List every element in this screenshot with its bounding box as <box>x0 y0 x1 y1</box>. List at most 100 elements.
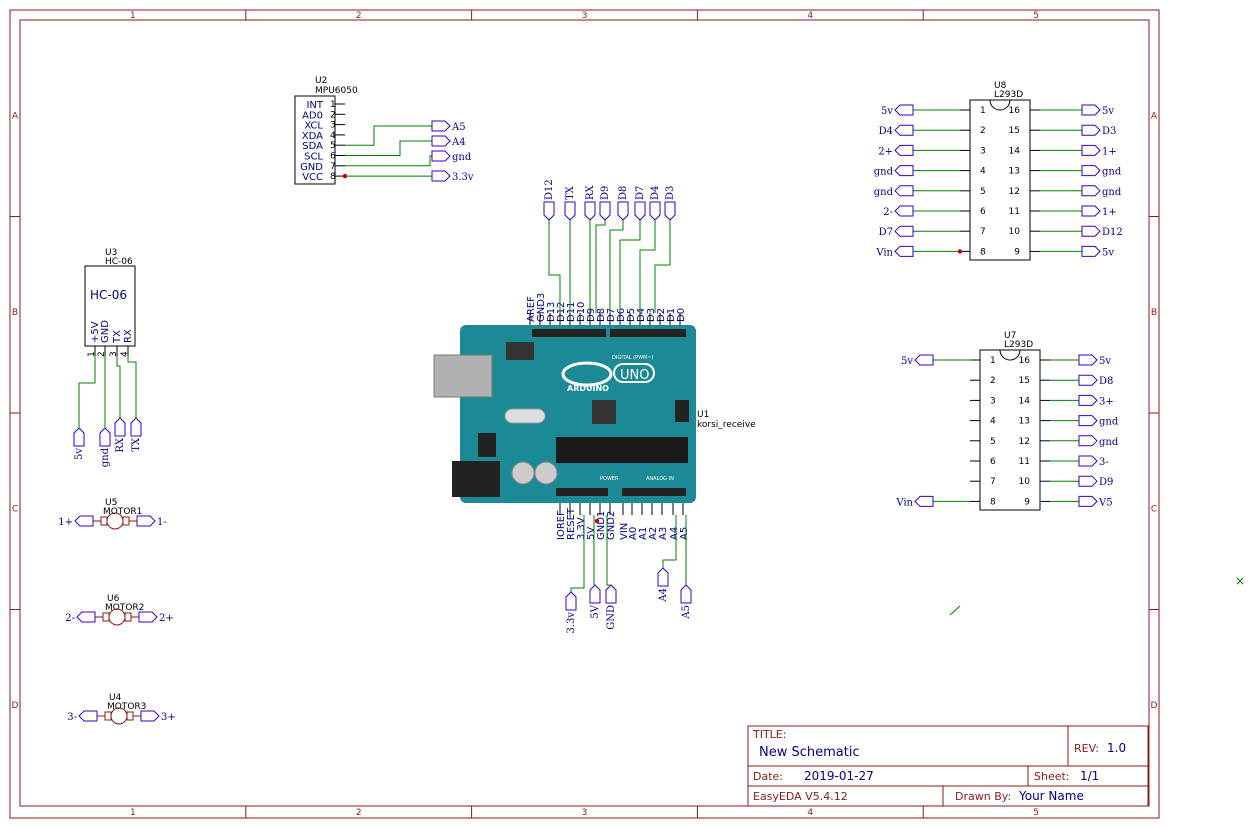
u7-pins-l7-flag-label: Vin <box>895 497 913 508</box>
u2-designator: U2 <box>315 76 327 86</box>
u7-pins-right-num: 12 <box>1019 437 1030 447</box>
row-marker-right: D <box>1151 701 1158 711</box>
u8-pins-left-num: 1 <box>980 106 986 116</box>
u1-designator: U1 <box>697 410 709 420</box>
u7-designator: U7 <box>1004 331 1016 341</box>
u1-top-pin-name: D13 <box>546 302 557 322</box>
u7-pins-right-num: 11 <box>1019 457 1030 467</box>
u1-bottom-pin-name: A3 <box>658 527 669 540</box>
u1-top-pin-name: D5 <box>626 308 637 322</box>
stray-wire <box>949 605 961 616</box>
u7-pins-r3-flag <box>1078 415 1098 427</box>
wire <box>345 125 450 146</box>
u2-pin-number: 4 <box>330 131 336 141</box>
wire <box>127 356 137 418</box>
rev-label: REV: <box>1074 742 1099 755</box>
u3-5v-flag-label: 5v <box>74 448 85 460</box>
column-marker-bottom: 2 <box>356 808 362 818</box>
u3-tx-flag-label: TX <box>131 437 142 452</box>
u2-a4-flag <box>431 135 451 147</box>
wire <box>116 356 121 418</box>
u2-33v-flag <box>431 170 451 182</box>
u1-bottom-pin-name: VIN <box>619 523 630 540</box>
board-power-label: POWER <box>600 476 619 482</box>
software-label: EasyEDA V5.4.12 <box>753 790 848 803</box>
u8-pins-left-num: 3 <box>980 146 986 156</box>
u2-pin-name: SCL <box>304 152 323 163</box>
u1-top-6-flag <box>649 201 661 221</box>
u2-pin-name: XDA <box>302 131 323 142</box>
row-marker-right: C <box>1151 504 1157 514</box>
u1-top-1-flag <box>564 201 576 221</box>
u7-pins-r0-flag-label: 5v <box>1099 356 1111 367</box>
motor0-left-flag <box>74 515 94 527</box>
u8-designator: U8 <box>994 81 1007 91</box>
u7-pins-left-num: 7 <box>990 477 996 487</box>
u3-gnd-flag <box>99 427 111 447</box>
u7-pins-right-num: 15 <box>1019 376 1030 386</box>
u7-pins-r7-flag <box>1078 495 1098 507</box>
u2-gnd-flag <box>431 150 451 162</box>
u8-pins-l5-flag-label: 2- <box>883 207 893 218</box>
u8-pins-r3-flag-label: gnd <box>1102 167 1122 178</box>
u8-pins-r7-flag-label: 5v <box>1102 247 1114 258</box>
u1-top-pin-name: D3 <box>646 308 657 322</box>
u1-top-3-flag <box>599 201 611 221</box>
column-marker-bottom: 4 <box>807 808 813 818</box>
junction-dot <box>957 249 963 254</box>
u1-top-pin-name: AREF <box>526 296 537 322</box>
u8-pins-l3-flag <box>894 165 914 177</box>
wire <box>345 140 450 156</box>
u1-gnd-flag-label: GND <box>606 605 617 630</box>
u3-pin-number: 3 <box>109 351 119 357</box>
u1-top-4-flag-label: D8 <box>618 186 629 200</box>
u7-pins-r4-flag-label: gnd <box>1099 437 1119 448</box>
wire <box>639 220 656 313</box>
u8-pins-left-num: 5 <box>980 187 986 197</box>
u8-pins-l0-flag-label: 5v <box>881 106 893 117</box>
u2-pin-name: XCL <box>304 121 323 132</box>
u1-a5-flag <box>680 584 692 604</box>
u8-pins-left-num: 7 <box>980 227 986 237</box>
u1-top-pin-name: D2 <box>656 308 667 322</box>
motor-designator: U6 <box>107 594 120 604</box>
sheet-value: 1/1 <box>1080 769 1099 783</box>
u1-bottom-pin-name: 5V <box>586 527 597 540</box>
u1-top-2-flag-label: RX <box>585 184 596 200</box>
u8-pins-l2-flag <box>894 144 914 156</box>
u8-pins-right-num: 16 <box>1009 106 1021 116</box>
u2-a5-flag <box>431 120 451 132</box>
u7-pins-right-num: 16 <box>1019 356 1031 366</box>
board-analog-label: ANALOG IN <box>646 476 674 482</box>
u1-top-0-flag <box>543 201 555 221</box>
u2-pin-name: AD0 <box>302 110 323 121</box>
u2-pin-name: SDA <box>302 141 323 152</box>
u7-pins-left-num: 2 <box>990 376 996 386</box>
u1-arduino-component[interactable]: ARDUINO UNO DIGITAL (PWM~) POWER ANALOG … <box>433 179 756 634</box>
junction-dot <box>594 518 600 524</box>
u8-pins-right-num: 14 <box>1009 146 1021 156</box>
u1-top-pin-name: D7 <box>606 308 617 322</box>
u1-top-pin-name: D9 <box>586 308 597 322</box>
u7-part: L293D <box>1004 340 1033 350</box>
u8-pins-left-num: 8 <box>980 247 986 257</box>
wire <box>619 220 641 313</box>
u7-pins-left-num: 3 <box>990 396 996 406</box>
u3-pin-number: 1 <box>87 351 97 357</box>
u1-part: korsi_receive <box>697 420 756 430</box>
u8-pins-right-num: 11 <box>1009 207 1020 217</box>
title-label: TITLE: <box>752 728 786 741</box>
u3-part: HC-06 <box>105 257 133 267</box>
